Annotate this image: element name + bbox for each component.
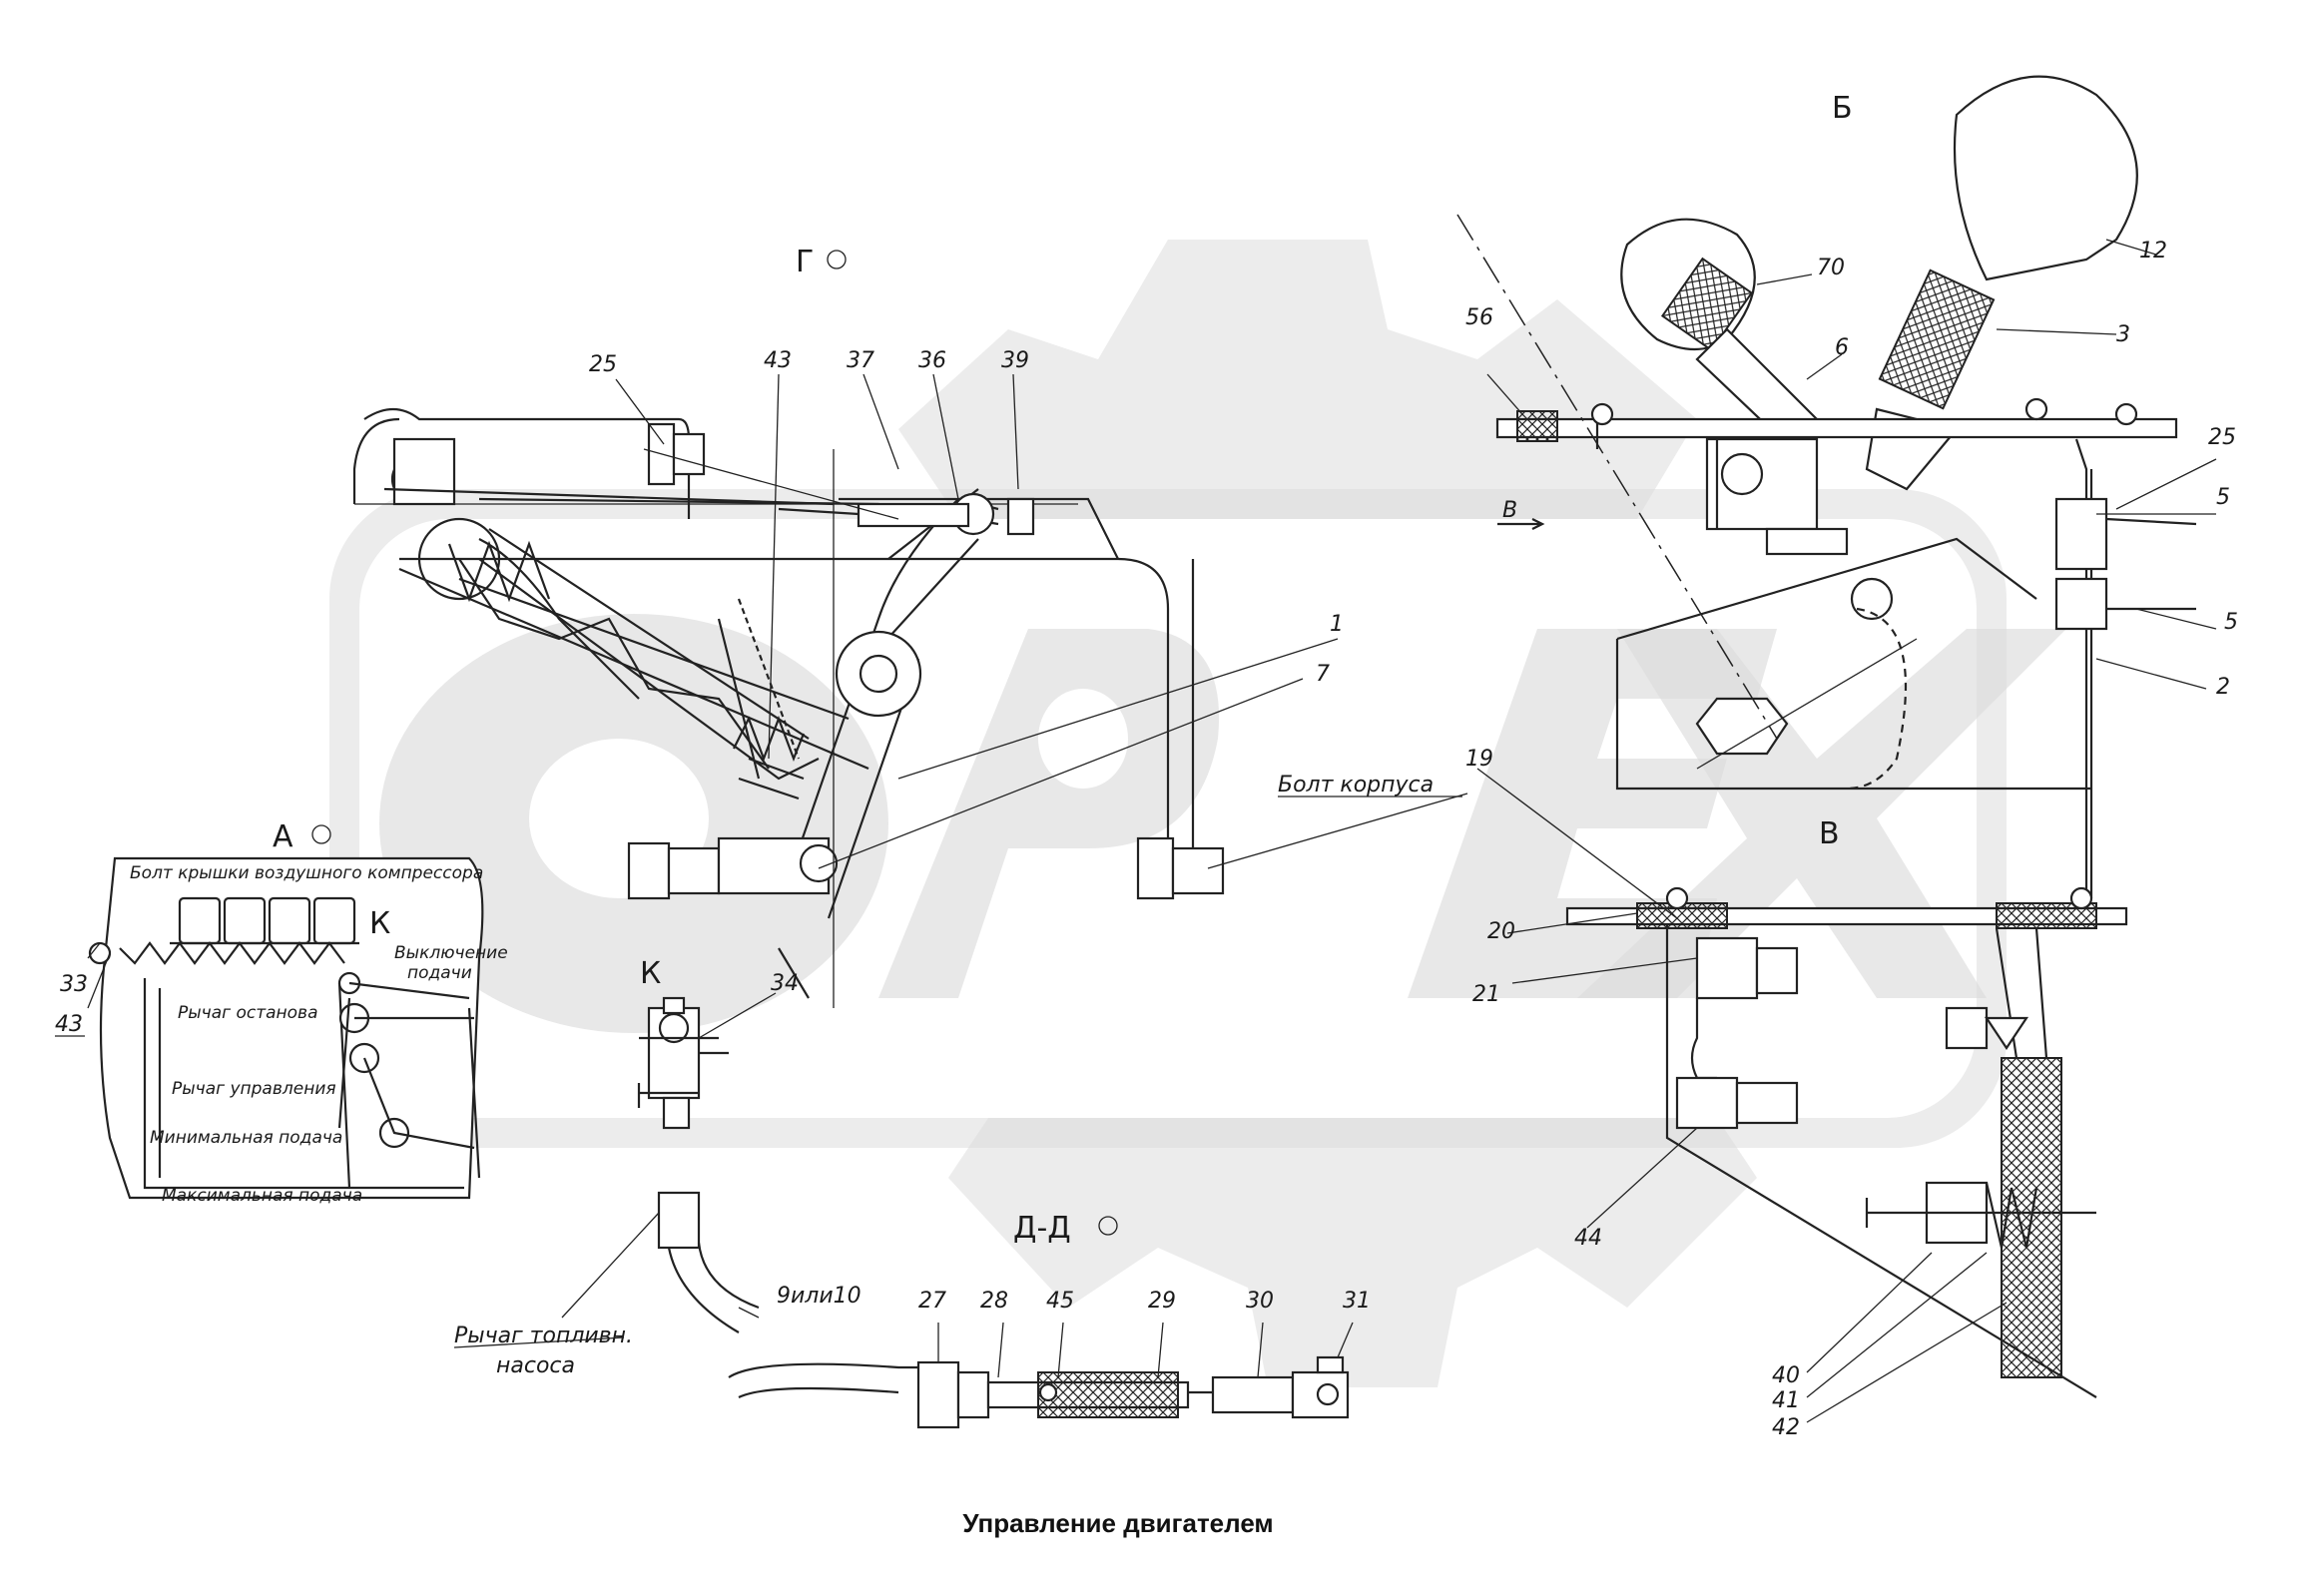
annotation-fuel-pump-lever-2: насоса xyxy=(496,1353,575,1378)
leader-lines xyxy=(87,239,2217,1423)
callout-6: 6 xyxy=(1835,335,1849,360)
callout-3: 3 xyxy=(2116,322,2130,347)
callout-34: 34 xyxy=(771,971,799,996)
detail-k xyxy=(637,996,729,1130)
bracket-view-v xyxy=(1565,886,2128,1398)
callout-12: 12 xyxy=(2139,239,2167,264)
callout-39: 39 xyxy=(1001,348,1029,373)
callout-9-or-10: 9или10 xyxy=(777,1284,862,1309)
view-label-k-top: К xyxy=(369,906,390,941)
callout-2: 2 xyxy=(2216,675,2230,700)
lever-view-b xyxy=(1456,75,2197,898)
callout-5-upper: 5 xyxy=(2216,485,2230,510)
callout-20: 20 xyxy=(1487,919,1515,944)
callout-37: 37 xyxy=(847,348,874,373)
annotation-housing-bolt: Болт корпуса xyxy=(1278,773,1434,798)
callout-21: 21 xyxy=(1472,982,1500,1007)
panel-view-a xyxy=(88,856,484,1200)
annotation-stop-lever: Рычаг останова xyxy=(178,1003,318,1023)
linkage-view-g xyxy=(352,407,1225,1008)
annotation-supply-off-1: Выключение xyxy=(394,943,508,963)
callout-40: 40 xyxy=(1772,1363,1800,1388)
annotation-compressor-bolt: Болт крышки воздушного компрессора xyxy=(130,863,483,883)
callout-28: 28 xyxy=(980,1289,1008,1314)
view-label-dd: Д-Д xyxy=(1013,1211,1071,1246)
callout-5-lower: 5 xyxy=(2224,610,2238,635)
callout-33: 33 xyxy=(60,972,88,997)
view-label-a: А xyxy=(273,819,293,854)
annotation-supply-off-2: подачи xyxy=(407,963,472,983)
annotation-min-supply: Минимальная подача xyxy=(150,1128,342,1148)
callout-30: 30 xyxy=(1246,1289,1274,1314)
callout-56: 56 xyxy=(1465,305,1493,330)
callout-numbers: 25 43 37 36 39 1 7 34 56 70 6 12 3 25 5 … xyxy=(55,239,2238,1440)
callout-43-top: 43 xyxy=(764,348,792,373)
diagram-caption: Управление двигателем xyxy=(962,1508,1273,1538)
callout-25-left: 25 xyxy=(589,352,617,377)
callout-42: 42 xyxy=(1772,1415,1800,1440)
callout-45: 45 xyxy=(1046,1289,1074,1314)
callout-27: 27 xyxy=(918,1289,946,1314)
annotations: Болт корпуса Болт крышки воздушного комп… xyxy=(130,773,1462,1378)
annotation-fuel-pump-lever-1: Рычаг топливн. xyxy=(454,1324,633,1348)
callout-19: 19 xyxy=(1465,747,1493,772)
annotation-control-lever: Рычаг управления xyxy=(172,1079,336,1099)
annotation-max-supply: Максимальная подача xyxy=(162,1186,362,1206)
callout-43-left: 43 xyxy=(55,1012,83,1037)
callout-29: 29 xyxy=(1148,1289,1176,1314)
callout-36: 36 xyxy=(918,348,946,373)
callout-70: 70 xyxy=(1817,256,1845,280)
view-arrow-v: В xyxy=(1502,498,1517,523)
view-label-g: Г xyxy=(796,245,814,279)
view-label-b: Б xyxy=(1832,91,1853,126)
callout-31: 31 xyxy=(1343,1289,1371,1314)
cable-assembly-dd xyxy=(657,1191,1350,1429)
view-label-k-bottom: К xyxy=(640,956,661,991)
callout-25-right: 25 xyxy=(2208,425,2236,450)
callout-41: 41 xyxy=(1772,1388,1800,1413)
callout-1: 1 xyxy=(1330,612,1344,637)
callout-7: 7 xyxy=(1316,662,1330,687)
view-label-v: В xyxy=(1819,816,1840,851)
callout-44: 44 xyxy=(1574,1226,1602,1251)
